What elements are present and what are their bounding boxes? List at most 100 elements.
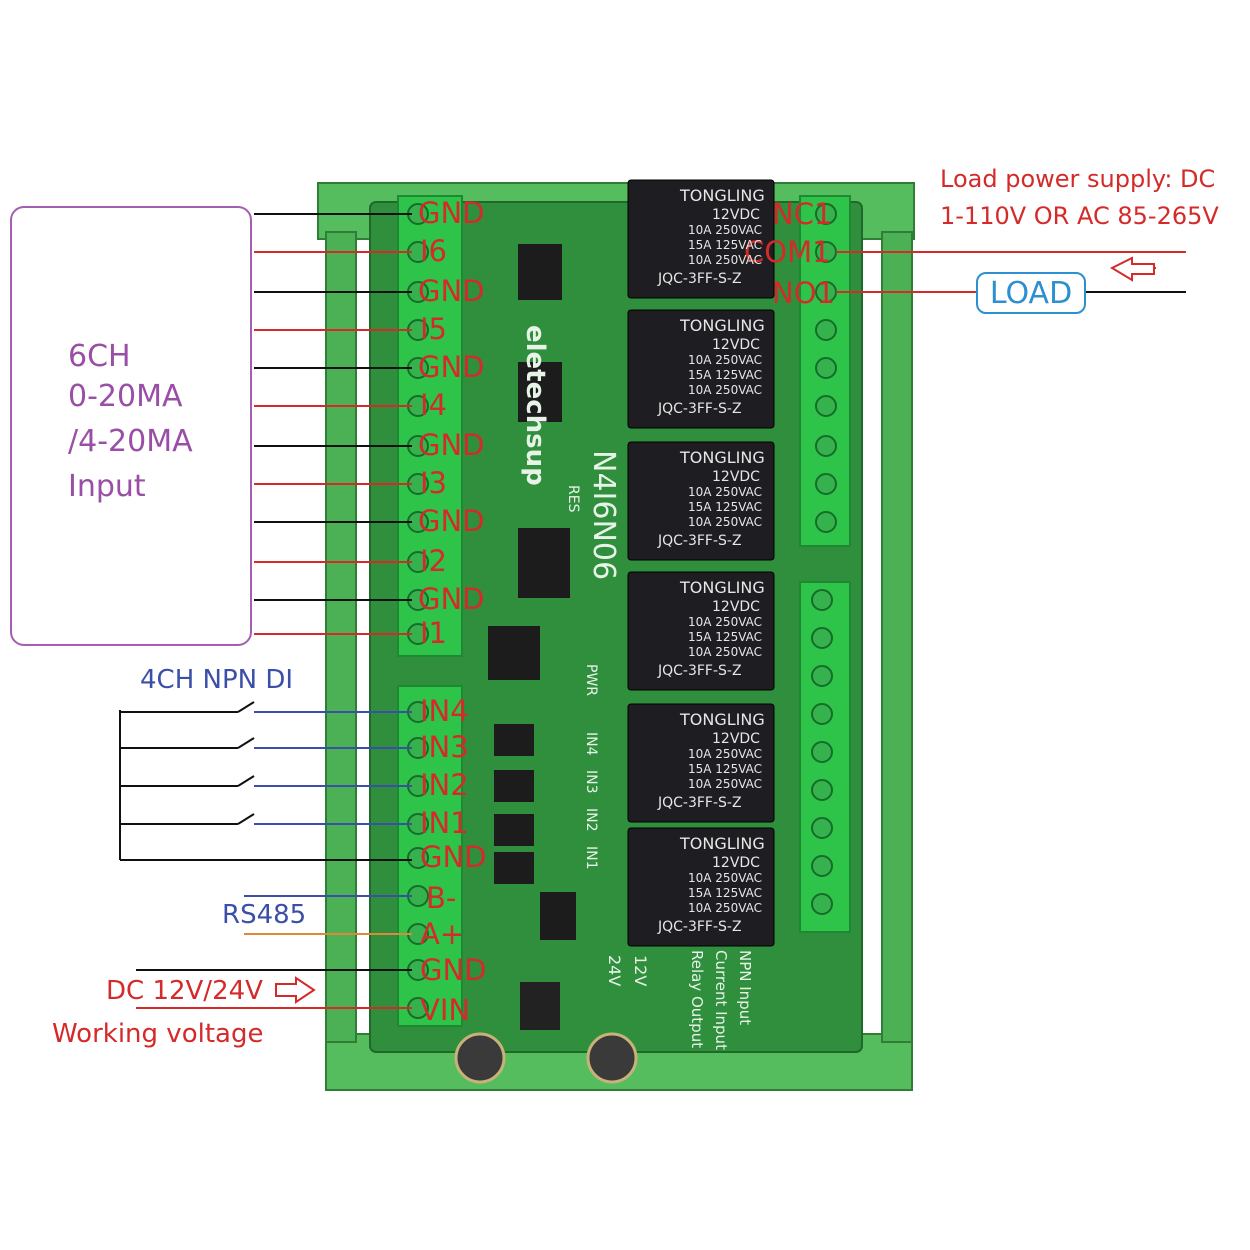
analog-terminal-gnd-6: GND: [418, 428, 485, 462]
di-switch: [237, 775, 255, 787]
terminal-screw: [811, 893, 833, 915]
analog-terminal-i4-5: I4: [420, 388, 448, 422]
relay-text-coil: 12VDC: [712, 855, 760, 871]
di-switch: [237, 701, 255, 713]
ic-chip: [494, 852, 534, 884]
terminal-screw: [811, 779, 833, 801]
di-switch: [237, 813, 255, 825]
terminal-screw: [815, 395, 837, 417]
relay-text-rating1: 10A 250VAC: [688, 485, 763, 499]
terminal-screw: [815, 511, 837, 533]
ic-chip: [488, 626, 540, 680]
analog-input-box: [10, 206, 252, 646]
relay-text-coil: 12VDC: [712, 599, 760, 615]
relay-text-brand: TONGLING: [680, 578, 765, 597]
analog-terminal-gnd-4: GND: [418, 350, 485, 384]
board-brand: eletechsup: [520, 325, 550, 486]
di-terminal-in2: IN2: [420, 768, 469, 802]
analog-terminal-i6-1: I6: [420, 234, 448, 268]
ic-chip: [518, 362, 562, 422]
function-relay-output: Relay Output: [688, 950, 706, 1049]
relay-text-coil: 12VDC: [712, 337, 760, 353]
relay: [627, 309, 775, 429]
relay-text-rating3: 10A 250VAC: [688, 253, 763, 267]
relay-text-coil: 12VDC: [712, 207, 760, 223]
terminal-screw: [815, 435, 837, 457]
relay-terminal-com1: COM1: [744, 235, 831, 269]
terminal-screw: [815, 357, 837, 379]
led-label-in3: IN3: [583, 770, 599, 794]
pwr-label: PWR: [583, 664, 599, 697]
relay-text-brand: TONGLING: [680, 448, 765, 467]
relay-text-rating2: 15A 125VAC: [688, 886, 763, 900]
capacitor: [586, 1032, 638, 1084]
di-terminal-gnd: GND: [420, 840, 487, 874]
relay-text-rating3: 10A 250VAC: [688, 645, 763, 659]
function-current-input: Current Input: [712, 950, 730, 1050]
relay-text-model: JQC-3FF-S-Z: [658, 271, 742, 287]
terminal-screw: [811, 589, 833, 611]
terminal-screw: [811, 665, 833, 687]
analog-terminal-i3-7: I3: [420, 466, 448, 500]
terminal-screw: [811, 741, 833, 763]
voltage-mark-12v: 12V: [631, 955, 650, 987]
relay-text-brand: TONGLING: [680, 316, 765, 335]
relay-text-rating3: 10A 250VAC: [688, 777, 763, 791]
analog-range-2: /4-20MA: [68, 424, 193, 459]
terminal-a-plus: A+: [420, 917, 465, 951]
relay-text-rating2: 15A 125VAC: [688, 368, 763, 382]
relay: [627, 827, 775, 947]
analog-terminal-i5-3: I5: [420, 312, 448, 346]
analog-terminal-i2-9: I2: [420, 544, 448, 578]
di-terminal-in3: IN3: [420, 730, 469, 764]
terminal-b-minus: B-: [426, 881, 457, 915]
res-label: RES: [565, 485, 581, 513]
terminal-screw: [407, 847, 429, 869]
relay-text-rating3: 10A 250VAC: [688, 515, 763, 529]
led-label-in4: IN4: [583, 732, 599, 756]
analog-range-1: 0-20MA: [68, 379, 183, 414]
relay-text-rating1: 10A 250VAC: [688, 871, 763, 885]
board-model: N4I6N06: [586, 450, 621, 581]
supply-voltage-label: DC 12V/24V: [106, 976, 263, 1006]
terminal-vin: VIN: [420, 993, 471, 1027]
relay-text-rating3: 10A 250VAC: [688, 901, 763, 915]
relay-terminal-no1: NO1: [772, 276, 835, 310]
relay-text-model: JQC-3FF-S-Z: [658, 919, 742, 935]
di-title: 4CH NPN DI: [140, 665, 294, 695]
relay-text-model: JQC-3FF-S-Z: [658, 533, 742, 549]
relay-text-rating3: 10A 250VAC: [688, 383, 763, 397]
function-npn-input: NPN Input: [736, 950, 754, 1026]
relay-text-model: JQC-3FF-S-Z: [658, 401, 742, 417]
terminal-screw: [815, 203, 837, 225]
relay-text-rating1: 10A 250VAC: [688, 353, 763, 367]
load-power-note-line1: Load power supply: DC: [940, 165, 1216, 193]
relay-text-coil: 12VDC: [712, 731, 760, 747]
working-voltage-label: Working voltage: [52, 1019, 264, 1049]
relay: [627, 441, 775, 561]
relay-text-brand: TONGLING: [680, 834, 765, 853]
terminal-screw: [811, 817, 833, 839]
analog-terminal-block: [397, 195, 463, 657]
relay-text-brand: TONGLING: [680, 710, 765, 729]
relay-text-rating2: 15A 125VAC: [688, 500, 763, 514]
relay-text-model: JQC-3FF-S-Z: [658, 663, 742, 679]
relay-text-rating2: 15A 125VAC: [688, 238, 763, 252]
analog-terminal-gnd-0: GND: [418, 196, 485, 230]
relay-text-rating1: 10A 250VAC: [688, 747, 763, 761]
analog-channel-count: 6CH: [68, 339, 131, 374]
ic-chip: [494, 724, 534, 756]
load-power-note-line2: 1-110V OR AC 85-265V: [940, 202, 1219, 230]
relay-text-model: JQC-3FF-S-Z: [658, 795, 742, 811]
analog-terminal-gnd-2: GND: [418, 274, 485, 308]
ic-chip: [494, 770, 534, 802]
relay-text-rating2: 15A 125VAC: [688, 630, 763, 644]
relay-terminal-nc1: NC1: [772, 197, 833, 231]
right-arrow-icon: [275, 976, 316, 1004]
relay-text-coil: 12VDC: [712, 469, 760, 485]
relay: [627, 571, 775, 691]
relay-text-rating1: 10A 250VAC: [688, 223, 763, 237]
ic-chip: [494, 814, 534, 846]
